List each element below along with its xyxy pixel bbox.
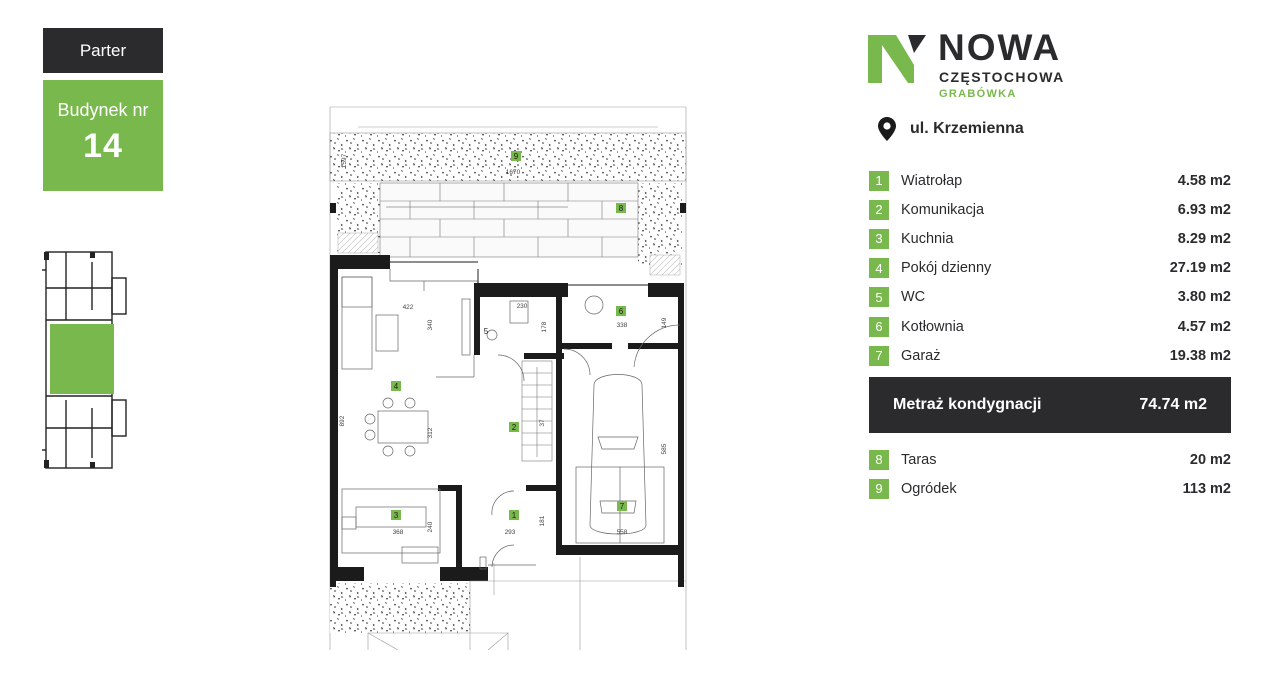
room-area: 20 m2 — [1189, 451, 1231, 468]
room-markers — [391, 151, 627, 520]
room-name: WC — [901, 289, 926, 306]
room-number-badge: 2 — [869, 199, 889, 220]
room-area: 6.93 m2 — [1177, 201, 1231, 218]
logo-city: CZĘSTOCHOWA — [939, 69, 1065, 85]
dim-1670: 1670 — [506, 169, 521, 176]
nowa-logo-mark — [868, 35, 926, 83]
dim-892: 892 — [339, 415, 346, 426]
room-area: 8.29 m2 — [1177, 230, 1231, 247]
room-row-8: 8 Taras 20 m2 — [869, 445, 1231, 474]
room-number-badge: 6 — [869, 316, 889, 337]
room-area: 4.57 m2 — [1177, 318, 1231, 335]
address: ul. Krzemienna — [878, 117, 1024, 141]
room-name: Kotłownia — [901, 318, 964, 335]
plan-label-7: 7 — [620, 502, 625, 511]
outdoor-area-list: 8 Taras 20 m2 9 Ogródek 113 m2 — [869, 445, 1231, 503]
room-row-1: 1 Wiatrołap 4.58 m2 — [869, 166, 1231, 195]
dim-312: 312 — [427, 427, 434, 438]
floor-plan: 9 8 4 2 3 1 6 7 5 1670 1597 422 340 892 … — [329, 106, 687, 650]
dim-37: 37 — [539, 419, 546, 427]
highlighted-building-unit — [50, 324, 114, 394]
room-number-badge: 9 — [869, 478, 889, 499]
room-number-badge: 8 — [869, 449, 889, 470]
logo-word: NOWA — [938, 27, 1062, 68]
room-name: Kuchnia — [901, 230, 954, 247]
room-number-badge: 5 — [869, 287, 889, 308]
room-area: 19.38 m2 — [1169, 347, 1231, 364]
room-number-badge: 1 — [869, 170, 889, 191]
room-number-badge: 4 — [869, 258, 889, 279]
room-area: 113 m2 — [1182, 480, 1231, 497]
room-row-3: 3 Kuchnia 8.29 m2 — [869, 224, 1231, 253]
plan-label-8: 8 — [619, 204, 624, 213]
room-number-badge: 7 — [869, 345, 889, 366]
dim-293: 293 — [505, 529, 516, 536]
dim-340: 340 — [427, 319, 434, 330]
room-name: Taras — [901, 451, 937, 468]
room-area: 4.58 m2 — [1177, 172, 1231, 189]
address-text: ul. Krzemienna — [910, 120, 1024, 137]
room-name: Garaż — [901, 347, 941, 364]
dim-240: 240 — [427, 521, 434, 532]
room-name: Ogródek — [901, 480, 957, 497]
plan-label-5: 5 — [484, 327, 489, 336]
room-name: Wiatrołap — [901, 172, 963, 189]
floor-area-total: Metraż kondygnacji 74.74 m2 — [869, 377, 1231, 433]
dim-338: 338 — [617, 322, 628, 329]
plan-label-3: 3 — [394, 511, 399, 520]
building-card: Budynek nr 14 — [43, 80, 163, 191]
plan-label-6: 6 — [619, 307, 624, 316]
room-row-7: 7 Garaż 19.38 m2 — [869, 341, 1231, 370]
building-number: 14 — [83, 127, 123, 165]
total-value: 74.74 m2 — [1139, 396, 1207, 413]
dim-422: 422 — [403, 304, 414, 311]
logo-district: GRABÓWKA — [939, 88, 1017, 100]
building-location-map — [42, 251, 127, 469]
dim-178: 178 — [541, 321, 548, 332]
location-pin-icon — [878, 117, 896, 141]
room-row-5: 5 WC 3.80 m2 — [869, 283, 1231, 312]
room-row-6: 6 Kotłownia 4.57 m2 — [869, 312, 1231, 341]
plan-label-1: 1 — [512, 511, 517, 520]
floor-label: Parter — [43, 28, 163, 73]
dim-368: 368 — [393, 529, 404, 536]
plan-label-4: 4 — [394, 382, 399, 391]
room-area: 3.80 m2 — [1177, 289, 1231, 306]
logo: NOWA CZĘSTOCHOWA GRABÓWKA — [868, 27, 1078, 103]
total-label: Metraż kondygnacji — [893, 396, 1042, 413]
room-area: 27.19 m2 — [1169, 260, 1231, 277]
building-label: Budynek nr — [57, 100, 149, 120]
room-name: Komunikacja — [901, 201, 985, 218]
room-number-badge: 3 — [869, 228, 889, 249]
room-row-4: 4 Pokój dzienny 27.19 m2 — [869, 254, 1231, 283]
dim-1597: 1597 — [341, 153, 348, 168]
plan-label-9: 9 — [514, 152, 519, 161]
dim-181: 181 — [539, 515, 546, 526]
dim-558: 558 — [617, 529, 628, 536]
room-row-9: 9 Ogródek 113 m2 — [869, 474, 1231, 503]
dim-149: 149 — [661, 317, 668, 328]
dim-585: 585 — [661, 443, 668, 454]
dim-230: 230 — [517, 303, 528, 310]
room-name: Pokój dzienny — [901, 260, 992, 277]
plan-label-2: 2 — [512, 423, 517, 432]
room-row-2: 2 Komunikacja 6.93 m2 — [869, 195, 1231, 224]
